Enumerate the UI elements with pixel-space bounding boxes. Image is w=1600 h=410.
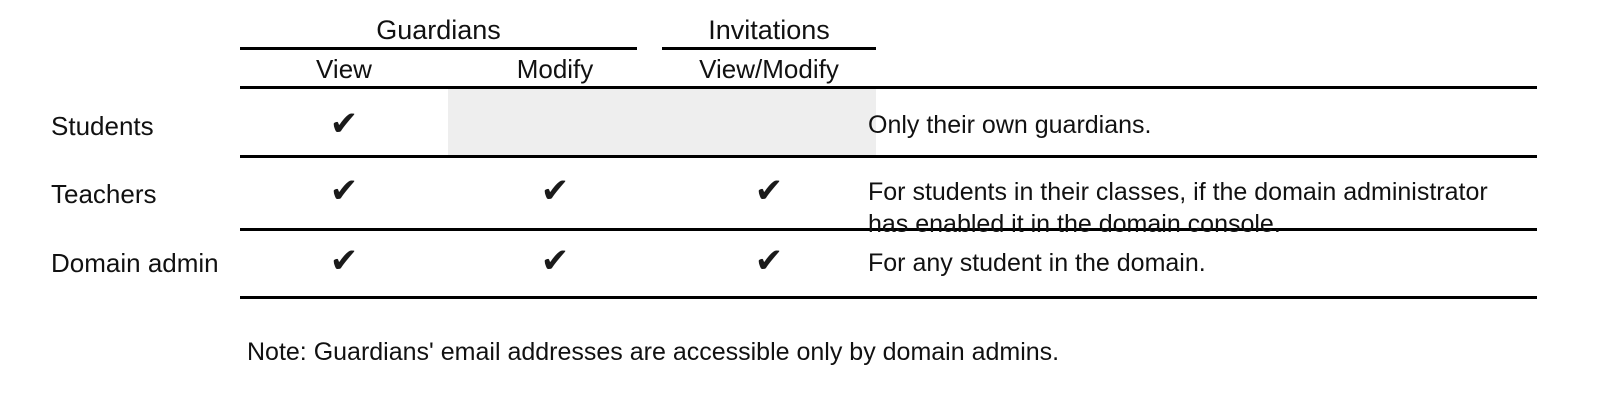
cell-teachers-guardians-view: ✔ (329, 171, 359, 211)
row-label-students: Students (51, 111, 154, 141)
column-group-guardians: Guardians (376, 15, 501, 45)
cell-domain-admin-guardians-view: ✔ (329, 241, 359, 281)
column-group-invitations: Invitations (708, 15, 830, 45)
unavailable-cells-shading (448, 89, 876, 155)
group-rule-invitations (662, 47, 876, 50)
cell-teachers-description: For students in their classes, if the do… (868, 178, 1488, 238)
table-row: Students ✔ Only their own guardians. (0, 89, 1600, 155)
table-row: Teachers ✔ ✔ ✔ For students in their cla… (0, 158, 1600, 238)
cell-teachers-invitations-view-modify: ✔ (754, 171, 784, 211)
table-rule-bottom (240, 296, 1537, 299)
column-header-modify: Modify (516, 54, 594, 84)
table-column-header-row: View Modify View/Modify (0, 53, 1600, 86)
column-header-view: View (316, 54, 372, 84)
table-footnote: Note: Guardians' email addresses are acc… (247, 338, 1060, 366)
row-label-domain-admin: Domain admin (51, 248, 219, 278)
cell-domain-admin-guardians-modify: ✔ (540, 241, 570, 281)
table-rule-after-students (240, 155, 1537, 158)
cell-students-guardians-view: ✔ (329, 104, 359, 144)
group-rule-guardians (240, 47, 637, 50)
row-label-teachers: Teachers (51, 179, 157, 209)
cell-students-description: Only their own guardians. (868, 111, 1152, 139)
cell-domain-admin-invitations-view-modify: ✔ (754, 241, 784, 281)
cell-domain-admin-description: For any student in the domain. (868, 249, 1206, 277)
table-rule-after-teachers (240, 228, 1537, 231)
table-group-header-row: Guardians Invitations (0, 12, 1600, 48)
table-row: Domain admin ✔ ✔ ✔ For any student in th… (0, 231, 1600, 296)
table-rule-header-bottom (240, 86, 1537, 89)
column-header-view-modify: View/Modify (699, 54, 839, 84)
cell-teachers-guardians-modify: ✔ (540, 171, 570, 211)
